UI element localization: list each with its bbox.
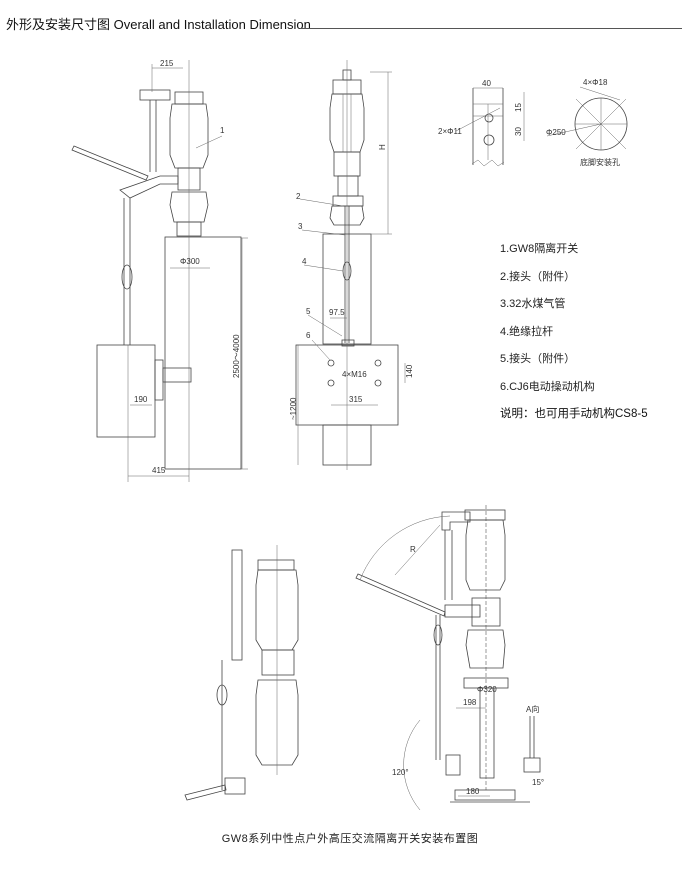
front-view-drawing: H 97.5 4×M16 140 315 ~1200 2 3 4 5 6: [289, 60, 414, 470]
callout-3: 3: [298, 222, 303, 231]
dim-h: H: [378, 144, 387, 150]
dim-215: 215: [160, 59, 174, 68]
dim-120-degree: 120°: [392, 768, 409, 777]
side-installation-drawing: [184, 545, 299, 801]
parts-legend: 1.GW8隔离开关 2.接头（附件） 3.32水煤气管 4.绝缘拉杆 5.接头（…: [500, 240, 648, 433]
view-a-label: A向: [526, 704, 539, 714]
dim-15-degree: 15°: [532, 778, 544, 787]
dim-height-range: 2500～4000: [232, 334, 241, 378]
dim-198: 198: [463, 698, 477, 707]
dim-190: 190: [134, 395, 148, 404]
callout-6: 6: [306, 331, 311, 340]
dim-140: 140: [405, 364, 414, 378]
dim-holes: 2×Φ11: [438, 127, 462, 136]
front-installation-drawing: R 120° Φ320 198 180 A向 15°: [355, 505, 544, 811]
dim-320: Φ320: [477, 685, 497, 694]
callout-2: 2: [296, 192, 301, 201]
base-holes-caption: 底脚安装孔: [580, 157, 620, 167]
hole-detail-drawing: 40 15 30 2×Φ11: [438, 79, 525, 167]
base-holes-drawing: Φ250 4×Φ18 底脚安装孔: [546, 78, 628, 167]
dim-1200: ~1200: [289, 397, 298, 420]
dim-4-holes: 4×Φ18: [583, 78, 608, 87]
legend-item: 6.CJ6电动操动机构: [500, 380, 595, 393]
side-view-drawing: 215 Φ300 2500～4000 190 415 1: [71, 59, 248, 482]
callout-4: 4: [302, 257, 307, 266]
legend-item: 1.GW8隔离开关: [500, 243, 579, 255]
legend-note: 说明：也可用手动机构CS8-5: [500, 408, 648, 420]
dim-315: 315: [349, 395, 363, 404]
dim-415: 415: [152, 466, 166, 475]
dim-radius: R: [410, 545, 416, 554]
header-rule: [300, 28, 682, 29]
dim-97-5: 97.5: [329, 308, 345, 317]
callout-1: 1: [220, 126, 225, 135]
dim-pole-diameter: Φ300: [180, 257, 200, 266]
dim-30: 30: [514, 127, 523, 136]
dim-bolts: 4×M16: [342, 370, 367, 379]
callout-5: 5: [306, 307, 311, 316]
dim-15: 15: [514, 103, 523, 112]
dim-40: 40: [482, 79, 491, 88]
section-title: 外形及安装尺寸图 Overall and Installation Dimens…: [6, 17, 311, 32]
legend-item: 2.接头（附件）: [500, 270, 576, 283]
figure-caption: GW8系列中性点户外高压交流隔离开关安装布置图: [221, 833, 479, 845]
legend-item: 4.绝缘拉杆: [500, 325, 554, 338]
dim-180: 180: [466, 787, 480, 796]
legend-item: 5.接头（附件）: [500, 353, 576, 365]
legend-item: 3.32水煤气管: [500, 298, 566, 310]
dim-250: Φ250: [546, 128, 566, 137]
